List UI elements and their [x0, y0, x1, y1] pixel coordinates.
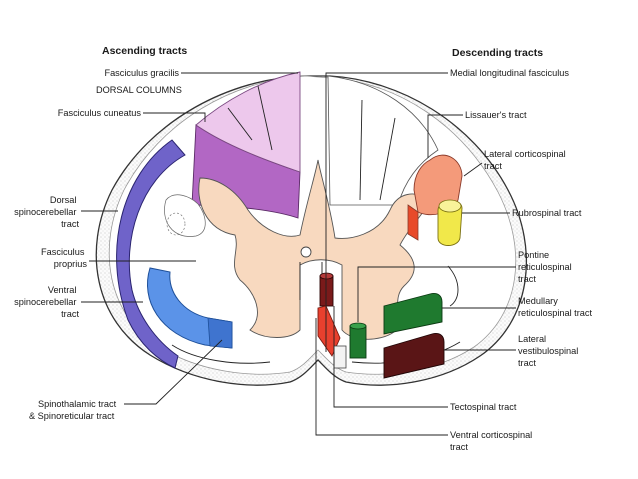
label-fasciculus-gracilis: Fasciculus gracilis	[104, 68, 179, 78]
lv-line-2: vestibulospinal	[518, 346, 578, 356]
dsc-line-1: Dorsal	[50, 195, 77, 205]
mr-line-2: reticulospinal tract	[518, 308, 592, 318]
pontine-reticulospinal-tract	[349, 322, 367, 359]
label-tectospinal: Tectospinal tract	[450, 402, 517, 412]
label-dorsal-columns: DORSAL COLUMNS	[96, 85, 182, 95]
dsc-line-2: spinocerebellar	[14, 207, 76, 217]
st-line-2: & Spinoreticular tract	[29, 411, 115, 421]
descending-tracts-header: Descending tracts	[452, 47, 543, 59]
leader-lateral-corticospinal	[463, 162, 483, 177]
leader-fasciculus-cuneatus	[143, 112, 206, 122]
leader-lissauer	[427, 114, 463, 158]
vsc-line-2: spinocerebellar	[14, 297, 76, 307]
label-dorsal-spinocerebellar: Dorsal spinocerebellar tract	[14, 195, 79, 229]
leader-ventral-corticospinal	[315, 318, 448, 436]
medullary-reticulospinal-tract	[383, 293, 443, 335]
pr-line-3: tract	[518, 274, 536, 284]
lcs-line-2: tract	[484, 161, 502, 171]
lv-line-1: Lateral	[518, 334, 546, 344]
st-line-1: Spinothalamic tract	[38, 399, 117, 409]
label-lateral-corticospinal: Lateral corticospinal tract	[484, 149, 568, 171]
ventral-corticospinal-tract	[317, 305, 347, 369]
label-mlf: Medial longitudinal fasciculus	[450, 68, 569, 78]
label-fasciculus-proprius: Fasciculus proprius	[41, 247, 87, 269]
leader-mlf	[325, 72, 448, 352]
rubrospinal-tract	[437, 199, 463, 246]
lcs-line-1: Lateral corticospinal	[484, 149, 566, 159]
label-fasciculus-cuneatus: Fasciculus cuneatus	[58, 108, 142, 118]
vcs-line-2: tract	[450, 442, 468, 452]
mr-line-1: Medullary	[518, 296, 558, 306]
vsc-line-1: Ventral	[48, 285, 77, 295]
vsc-line-3: tract	[61, 309, 79, 319]
pr-line-2: reticulospinal	[518, 262, 572, 272]
label-spinothalamic: Spinothalamic tract & Spinoreticular tra…	[29, 399, 119, 421]
fasciculus-gracilis-tract	[195, 71, 301, 173]
label-ventral-spinocerebellar: Ventral spinocerebellar tract	[14, 285, 79, 319]
dsc-line-3: tract	[61, 219, 79, 229]
label-rubrospinal: Rubrospinal tract	[512, 208, 582, 218]
dorsal-spinocerebellar-tract	[116, 139, 186, 369]
ascending-tracts-header: Ascending tracts	[102, 45, 187, 57]
pr-line-1: Pontine	[518, 250, 549, 260]
gray-matter	[198, 159, 431, 340]
leader-pontine-reticulospinal	[357, 266, 516, 322]
label-lissauer: Lissauer's tract	[465, 110, 527, 120]
fp-line-2: proprius	[54, 259, 88, 269]
label-pontine-reticulospinal: Pontine reticulospinal tract	[518, 250, 574, 284]
central-canal	[300, 246, 312, 258]
label-lateral-vestibulospinal: Lateral vestibulospinal tract	[518, 334, 581, 368]
lateral-vestibulospinal-tract	[383, 333, 445, 379]
leader-spinothalamic	[124, 339, 223, 405]
fp-line-1: Fasciculus	[41, 247, 85, 257]
tectospinal-tract	[319, 272, 334, 307]
lv-line-3: tract	[518, 358, 536, 368]
label-medullary-reticulospinal: Medullary reticulospinal tract	[518, 296, 592, 318]
vcs-line-1: Ventral corticospinal	[450, 430, 532, 440]
label-ventral-corticospinal: Ventral corticospinal tract	[450, 430, 535, 452]
leader-tectospinal	[333, 306, 448, 408]
